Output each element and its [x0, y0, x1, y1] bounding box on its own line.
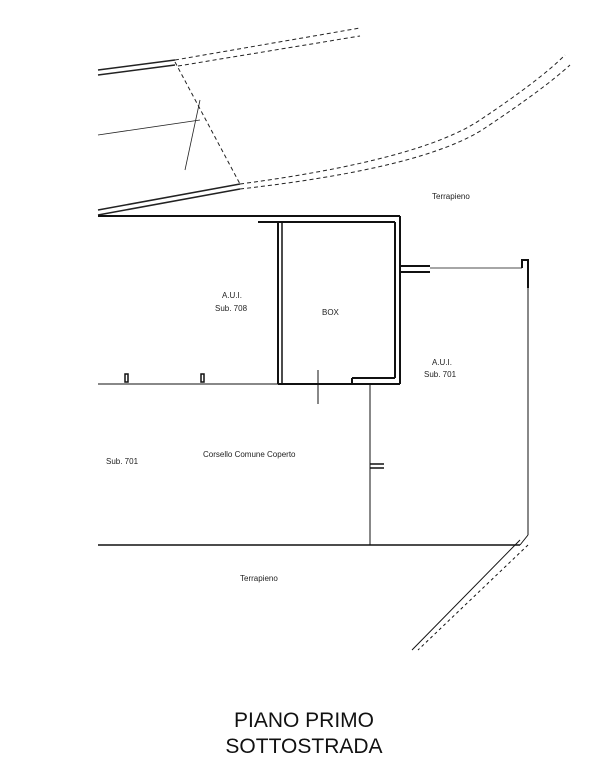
title-line-1: PIANO PRIMO	[233, 709, 375, 732]
title-line-2: SOTTOSTRADA	[225, 735, 383, 758]
label-sub-701: Sub. 701	[106, 457, 139, 466]
label-box: BOX	[322, 308, 340, 317]
label-corsello: Corsello Comune Coperto	[203, 450, 296, 459]
label-aui-sub-701: Sub. 701	[424, 370, 457, 379]
label-aui-701: A.U.I.	[432, 358, 452, 367]
label-terrapieno-top: Terrapieno	[432, 192, 470, 201]
label-aui-708: A.U.I.	[222, 291, 242, 300]
walls	[98, 215, 529, 651]
ramp-lines	[97, 27, 571, 216]
label-sub-708: Sub. 708	[215, 304, 248, 313]
label-terrapieno-bottom: Terrapieno	[240, 574, 278, 583]
